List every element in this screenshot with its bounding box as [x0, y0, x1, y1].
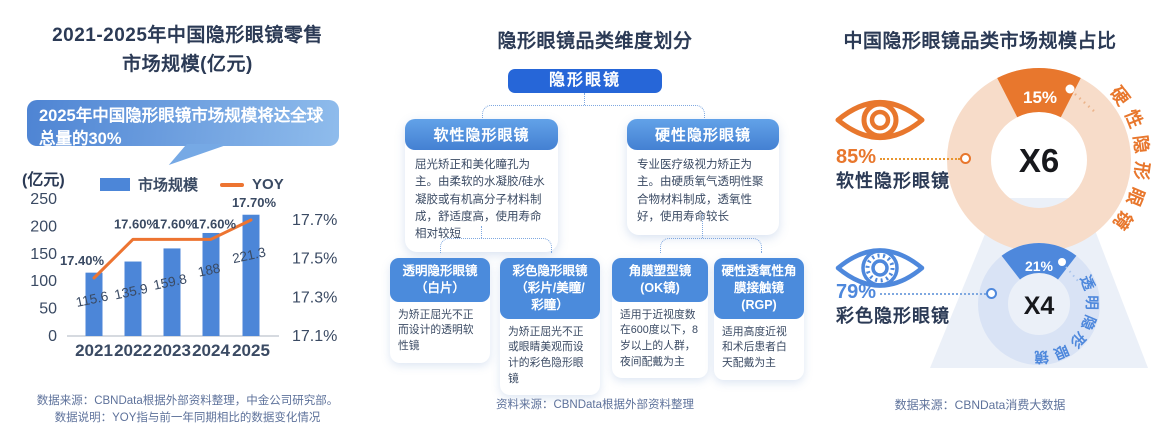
soft-leader-dot	[960, 153, 971, 164]
tree-source: 资料来源：CBNData根据外部资料整理	[495, 399, 695, 411]
donut-top-center-label: X6	[1019, 142, 1059, 179]
soft-share-label: 软性隐形眼镜	[836, 171, 950, 191]
legend-line-swatch	[220, 182, 245, 187]
bar-value-label: 159.8	[152, 271, 188, 293]
leaf-card-clear: 透明隐形眼镜 （白片） 为矫正屈光不正而设计的透明软性镜	[390, 258, 490, 363]
left-source: 数据来源：CBNData根据外部资料整理，中金公司研究部。 数据说明：YOY指与…	[5, 393, 370, 428]
yoy-value-label: 17.60%	[192, 216, 237, 231]
bar-2025	[242, 214, 260, 336]
bar-line-chart: 250 200 150 100 50 0 17.7% 17.5% 17.3% 17.1% 115.6…	[30, 191, 337, 360]
legend-bar-label: 市场规模	[138, 177, 199, 194]
color-leader-dot	[986, 288, 997, 299]
x-axis-label: 2022	[114, 341, 152, 360]
left-source-line1: 数据来源：CBNData根据外部资料整理，中金公司研究部。	[36, 395, 339, 407]
hard-lens-card: 硬性隐形眼镜 专业医疗级视力矫正为主。由硬质氧气透明性聚合物材料制成，透氧性好，…	[627, 119, 779, 235]
connector-soft-stub	[481, 226, 482, 238]
y-axis-tick: 100	[30, 273, 57, 290]
leaf-ok-title: 角膜塑型镜 (OK镜)	[612, 258, 708, 302]
bar-value-label: 135.9	[113, 281, 149, 303]
color-leader-line	[880, 293, 986, 295]
yoy-value-label: 17.40%	[60, 253, 105, 268]
connector-hard-branch	[660, 238, 762, 253]
yoy-value-label: 17.70%	[232, 195, 277, 210]
donut-bottom-slice-label: 21%	[1025, 258, 1054, 274]
right-axis-tick: 17.5%	[292, 251, 337, 268]
y-axis-tick: 150	[30, 246, 57, 263]
chart-legend: 市场规模 YOY	[100, 174, 284, 195]
connector-hard-stub	[702, 214, 703, 238]
legend-line-label: YOY	[252, 176, 284, 193]
eye-icon-orange	[835, 100, 925, 140]
yoy-value-label: 17.60%	[114, 216, 159, 231]
x-axis-label: 2021	[75, 341, 113, 360]
bar-2022	[124, 261, 142, 336]
tree-title: 隐形眼镜品类维度划分	[497, 31, 693, 52]
soft-leader-line	[880, 158, 960, 160]
soft-share-pct: 85%	[836, 146, 877, 168]
leaf-card-rgp: 硬性透氧性角 膜接触镜 (RGP) 适用高度近视和术后患者白天配戴为主	[714, 258, 804, 380]
left-chart-title-line2: 市场规模(亿元)	[122, 53, 253, 75]
leaf-rgp-desc: 适用高度近视和术后患者白天配戴为主	[722, 325, 787, 369]
donut-top-slice-15	[997, 67, 1081, 118]
color-share-label: 彩色隐形眼镜	[836, 306, 950, 326]
right-axis-tick: 17.7%	[292, 212, 337, 229]
y-axis-tick: 0	[48, 328, 57, 345]
donut-top-leader-dot	[1065, 84, 1075, 94]
donut-bottom-leader-dot	[1058, 258, 1066, 266]
y-axis-tick: 50	[39, 301, 57, 318]
leaf-clear-desc: 为矫正屈光不正而设计的透明软性镜	[398, 308, 474, 353]
leaf-color-desc: 为矫正屈光不正或眼睛美观而设计的彩色隐形眼镜	[508, 325, 584, 385]
left-chart-title: 2021-2025年中国隐形眼镜零售 市场规模(亿元)	[15, 22, 360, 79]
x-axis-label: 2024	[192, 341, 230, 360]
donut-bottom-center-label: X4	[1024, 292, 1055, 320]
callout-line1: 2025年中国隐形眼镜市场规模将达全球	[39, 107, 324, 125]
yoy-value-label: 17.60%	[153, 216, 198, 231]
donut-title: 中国隐形眼镜品类市场规模占比	[843, 31, 1117, 52]
leaf-card-color: 彩色隐形眼镜 （彩片/美瞳/ 彩瞳） 为矫正屈光不正或眼睛美观而设计的彩色隐形眼…	[500, 258, 600, 396]
y-axis-tick: 250	[30, 191, 57, 208]
y-axis-unit-label: (亿元)	[22, 172, 65, 189]
leaf-color-title: 彩色隐形眼镜 （彩片/美瞳/ 彩瞳）	[500, 258, 600, 319]
connector-soft-branch	[440, 238, 552, 253]
eye-icon-blue	[835, 248, 925, 288]
bar-2021	[85, 272, 103, 336]
donut-bottom-slice-21	[1001, 242, 1077, 280]
callout-bubble: 2025年中国隐形眼镜市场规模将达全球 总量的30%	[27, 100, 339, 148]
leaf-card-ok: 角膜塑型镜 (OK镜) 适用于近视度数在600度以下，8岁以上的人群，夜间配戴为…	[612, 258, 708, 379]
donut-top-slice-label: 15%	[1023, 88, 1057, 107]
left-source-line2: 数据说明：YOY指与前一年同期相比的数据变化情况	[54, 412, 321, 425]
donut-chart-color-vs-clear: 21% 透明隐形眼镜 X4	[978, 242, 1100, 366]
left-chart-title-line1: 2021-2025年中国隐形眼镜零售	[52, 25, 323, 46]
legend-bar-swatch	[100, 178, 130, 191]
color-share-pct: 79%	[836, 281, 877, 303]
bar-2023	[163, 248, 181, 336]
tree-root-node: 隐形眼镜	[508, 69, 662, 93]
soft-lens-desc: 屈光矫正和美化瞳孔为主。由柔软的水凝胶/硅水凝胶或有机高分子材料制成，舒适度高，…	[415, 159, 545, 240]
hard-lens-title: 硬性隐形眼镜	[627, 119, 779, 150]
y-axis-tick: 200	[30, 218, 57, 235]
donut-source: 数据来源：CBNData消费大数据	[894, 398, 1066, 412]
soft-lens-title: 软性隐形眼镜	[405, 119, 558, 150]
leaf-clear-title: 透明隐形眼镜 （白片）	[390, 258, 490, 302]
bar-value-label: 188	[196, 260, 221, 279]
leaf-rgp-title: 硬性透氧性角 膜接触镜 (RGP)	[714, 258, 804, 319]
connector-root-stub	[584, 93, 585, 105]
right-axis-tick: 17.1%	[292, 328, 337, 345]
leaf-ok-desc: 适用于近视度数在600度以下，8岁以上的人群，夜间配戴为主	[620, 308, 699, 368]
hard-lens-desc: 专业医疗级视力矫正为主。由硬质氧气透明性聚合物材料制成，透氧性好，使用寿命较长	[637, 159, 764, 223]
right-axis-tick: 17.3%	[292, 289, 337, 306]
callout-line2: 总量的30%	[39, 129, 122, 148]
yoy-line	[92, 218, 253, 280]
bar-value-label: 221.3	[231, 244, 267, 266]
bar-2024	[202, 232, 220, 336]
bar-value-label: 115.6	[74, 289, 109, 310]
x-axis-label: 2025	[232, 341, 270, 360]
x-axis-label: 2023	[153, 341, 191, 360]
connector-root-branch	[482, 105, 705, 120]
